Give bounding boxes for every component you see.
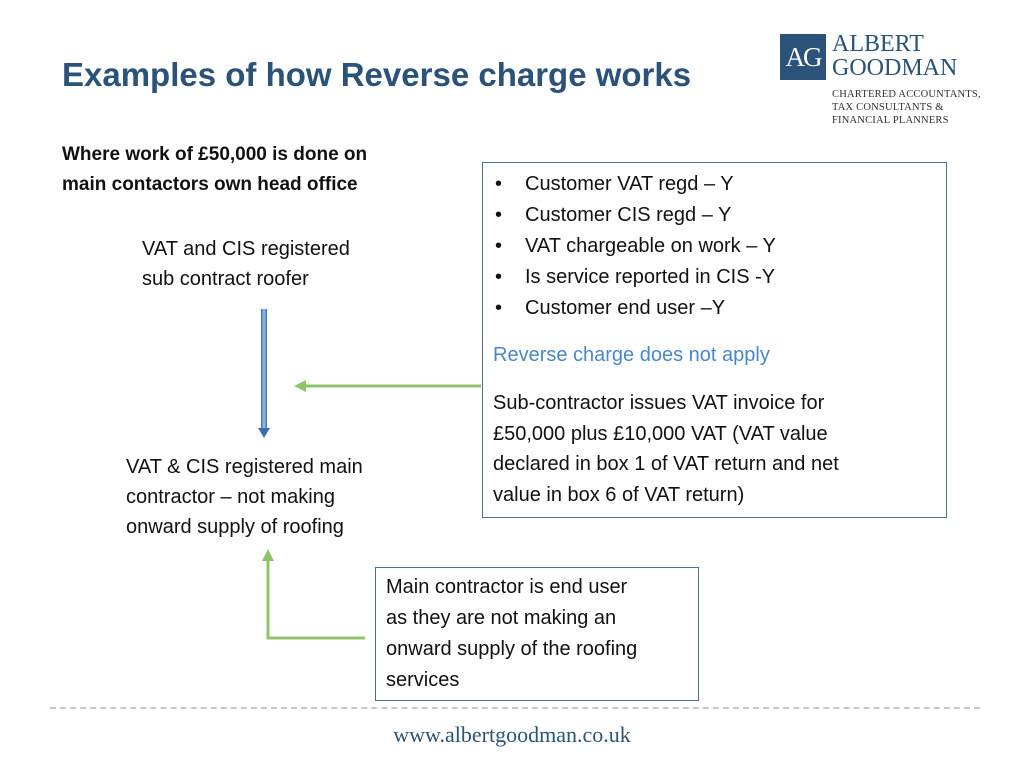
reverse-charge-result: Reverse charge does not apply	[493, 344, 770, 366]
scenario-heading: Where work of £50,000 is done on main co…	[62, 144, 368, 195]
down-arrow-icon	[258, 309, 270, 438]
logo-monogram: AG	[780, 34, 826, 80]
footer-divider	[50, 707, 980, 709]
logo-tagline: CHARTERED ACCOUNTANTS, TAX CONSULTANTS &…	[832, 89, 981, 126]
criteria-item: VAT chargeable on work – Y	[493, 231, 936, 262]
invoice-explanation: Sub-contractor issues VAT invoice for £5…	[493, 392, 839, 506]
criteria-item: Customer VAT regd – Y	[493, 169, 936, 200]
roofer-label: VAT and CIS registered sub contract roof…	[142, 238, 350, 290]
footer-website: www.albertgoodman.co.uk	[393, 722, 631, 747]
left-arrow-icon	[294, 380, 481, 392]
slide-title: Examples of how Reverse charge works	[62, 56, 692, 93]
criteria-item: Customer end user –Y	[493, 293, 936, 324]
criteria-box: Customer VAT regd – Y Customer CIS regd …	[482, 162, 947, 518]
elbow-up-arrow-icon	[262, 549, 365, 640]
main-contractor-label: VAT & CIS registered main contractor – n…	[126, 456, 363, 538]
end-user-note-box: Main contractor is end user as they are …	[375, 567, 699, 701]
criteria-item: Is service reported in CIS -Y	[493, 262, 936, 293]
criteria-item: Customer CIS regd – Y	[493, 200, 936, 231]
logo-name: ALBERT GOODMAN	[832, 31, 958, 81]
criteria-list: Customer VAT regd – Y Customer CIS regd …	[493, 169, 936, 324]
albert-goodman-logo: AG ALBERT GOODMAN CHARTERED ACCOUNTANTS,…	[780, 31, 1000, 130]
